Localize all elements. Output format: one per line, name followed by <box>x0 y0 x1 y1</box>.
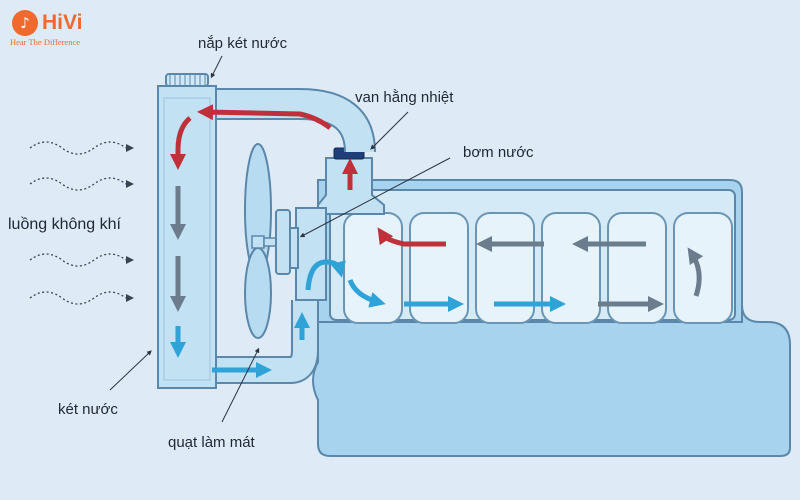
airflow-lines <box>29 141 127 305</box>
brand-logo: ♪ HiVi Hear The Difference <box>10 8 120 48</box>
cold-flow-arrow <box>305 259 346 291</box>
airflow-wave <box>29 177 127 191</box>
label-radiator-cap: nắp két nước <box>198 35 288 52</box>
cylinder <box>607 212 667 324</box>
arrowhead-icon <box>126 294 134 302</box>
leader-line <box>221 347 260 423</box>
leader-line <box>299 157 451 238</box>
leader-line <box>210 55 223 79</box>
cylinder <box>673 212 733 324</box>
cylinder <box>409 212 469 324</box>
brand-mark-icon: ♪ <box>12 10 38 36</box>
cooling-fan <box>244 143 291 339</box>
radiator <box>157 73 217 389</box>
label-radiator: két nước <box>58 401 118 418</box>
radiator-cap <box>165 73 209 87</box>
airflow-wave <box>29 253 127 267</box>
cold-flow-arrow <box>347 278 386 308</box>
label-airflow: luồng không khí <box>8 216 122 233</box>
lower-hose <box>205 300 319 384</box>
hot-flow-arrow <box>377 227 446 247</box>
brand-tagline: Hear The Difference <box>10 37 81 47</box>
brand-name: HiVi <box>42 11 83 34</box>
arrowhead-icon <box>126 256 134 264</box>
leader-lines <box>109 55 451 423</box>
fan-pulley <box>275 209 291 275</box>
airflow-arrowheads <box>126 144 134 302</box>
hot-flow-arrow <box>169 116 192 171</box>
label-cooling-fan: quạt làm mát <box>168 434 256 451</box>
arrowhead-icon <box>126 144 134 152</box>
cylinder <box>343 212 403 324</box>
label-thermostat: van hằng nhiệt <box>355 89 454 106</box>
component-labels: nắp két nước van hằng nhiệt bơm nước luồ… <box>8 35 534 451</box>
cooling-flow-arrow <box>687 247 704 297</box>
airflow-wave <box>29 141 127 155</box>
label-water-pump: bơm nước <box>463 144 534 161</box>
leader-line <box>109 350 152 391</box>
coolant-flow-arrows <box>169 104 704 379</box>
airflow-wave <box>29 291 127 305</box>
hot-flow-arrow <box>197 104 332 130</box>
upper-hose <box>196 88 376 153</box>
fan-blade <box>244 247 272 339</box>
leader-line <box>370 111 409 150</box>
arrowhead-icon <box>126 180 134 188</box>
